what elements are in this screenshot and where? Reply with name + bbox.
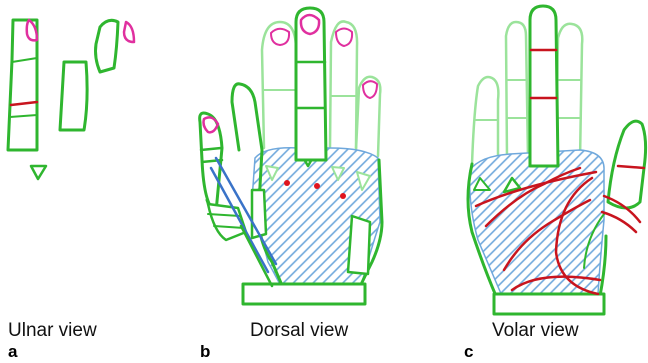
wrist-base — [243, 284, 365, 304]
bone-segment — [60, 62, 87, 130]
dorsal-view-diagram — [200, 8, 382, 304]
ulnar-view-diagram — [8, 20, 134, 179]
ulnar-view-caption: Ulnar view — [8, 320, 97, 342]
thenar-crease — [602, 212, 636, 232]
middle-finger-outline — [296, 8, 326, 160]
dorsal-view-caption: Dorsal view — [250, 320, 348, 342]
wrist-base — [494, 294, 604, 314]
ring-finger-outline — [556, 24, 582, 160]
marker-dot — [314, 183, 320, 189]
index-finger-outline — [506, 22, 528, 158]
volar-view-diagram — [468, 6, 646, 314]
index-nail — [271, 29, 289, 45]
thumb-outline — [608, 121, 646, 208]
fingertip-nail — [124, 22, 134, 42]
little-nail — [363, 81, 377, 98]
fingertip-segment — [96, 20, 119, 72]
ring-finger-outline — [330, 21, 357, 148]
panel-letter-c: c — [464, 342, 473, 362]
middle-finger-outline — [530, 6, 558, 166]
marker-dot — [340, 193, 346, 199]
index-finger-outline — [262, 22, 298, 148]
ulnar-segment — [348, 216, 370, 274]
radial-segment — [252, 190, 266, 238]
ring-nail — [336, 29, 352, 47]
panel-letter-a: a — [8, 342, 17, 362]
volar-view-caption: Volar view — [492, 320, 579, 342]
marker-dot — [284, 180, 290, 186]
panel-letter-b: b — [200, 342, 210, 362]
wrist-marker — [31, 166, 46, 179]
